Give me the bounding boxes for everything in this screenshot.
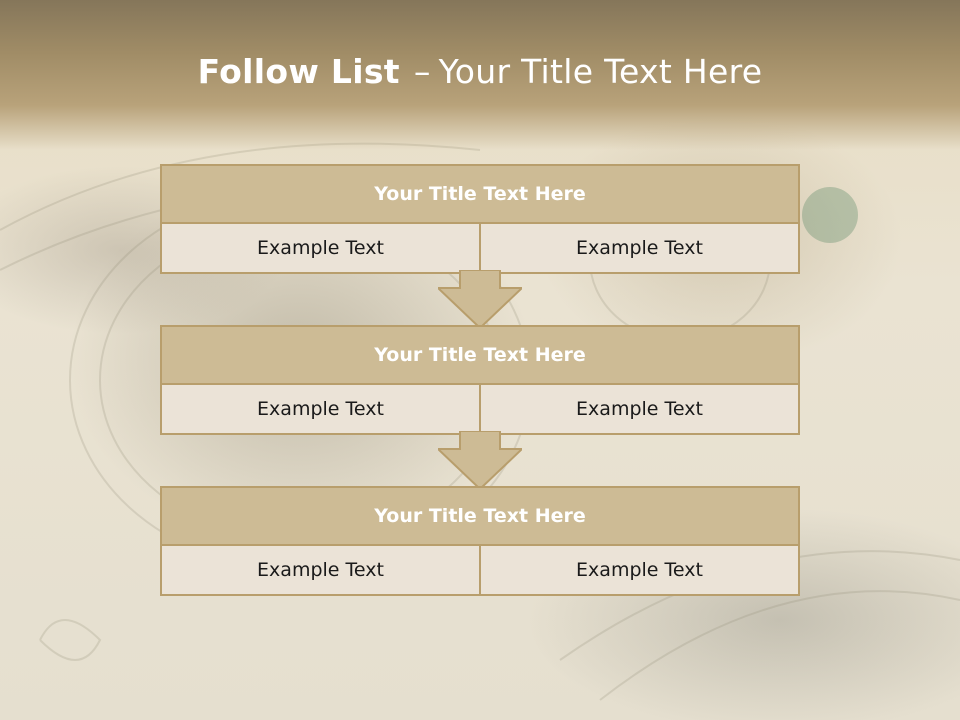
down-arrow-icon <box>438 270 522 328</box>
title-bold: Follow List <box>197 52 400 91</box>
block-row: Example Text Example Text <box>162 224 798 272</box>
block-title: Your Title Text Here <box>162 327 798 385</box>
list-block-3: Your Title Text Here Example Text Exampl… <box>160 486 800 596</box>
block-cell-right: Example Text <box>479 385 798 433</box>
block-cell-right: Example Text <box>479 224 798 272</box>
title-separator: – <box>413 52 431 91</box>
block-cell-left: Example Text <box>162 546 479 594</box>
title-rest: Your Title Text Here <box>438 52 763 91</box>
block-cell-left: Example Text <box>162 224 479 272</box>
block-cell-left: Example Text <box>162 385 479 433</box>
list-block-1: Your Title Text Here Example Text Exampl… <box>160 164 800 274</box>
title-bar <box>0 0 960 150</box>
block-cell-right: Example Text <box>479 546 798 594</box>
list-block-2: Your Title Text Here Example Text Exampl… <box>160 325 800 435</box>
down-arrow-icon <box>438 431 522 489</box>
block-row: Example Text Example Text <box>162 385 798 433</box>
slide-title: Follow List–Your Title Text Here <box>0 52 960 91</box>
block-title: Your Title Text Here <box>162 166 798 224</box>
block-row: Example Text Example Text <box>162 546 798 594</box>
block-title: Your Title Text Here <box>162 488 798 546</box>
